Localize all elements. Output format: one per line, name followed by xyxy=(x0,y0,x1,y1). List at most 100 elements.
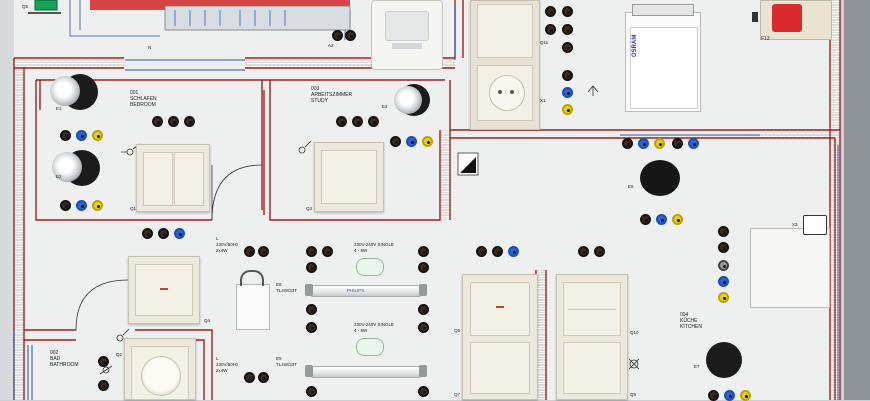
socket-e7-l[interactable] xyxy=(708,390,719,401)
room-label-bedroom: 001 SCHLAFEN BEDROOM xyxy=(130,90,157,108)
socket-q6-3[interactable] xyxy=(508,246,519,257)
label-q7: Q7 xyxy=(454,392,461,397)
socket-q3-2[interactable] xyxy=(352,116,363,127)
socket-e8-4[interactable] xyxy=(418,246,429,257)
socket-x3-n[interactable] xyxy=(718,276,729,287)
socket-e8-7[interactable] xyxy=(418,304,429,315)
socket-driver-3[interactable] xyxy=(654,138,665,149)
outlet-x3[interactable] xyxy=(750,215,830,308)
socket-ballast-2[interactable] xyxy=(258,246,269,257)
motion-detector xyxy=(371,0,443,70)
socket-x3-pe[interactable] xyxy=(718,292,729,303)
socket-e4-l[interactable] xyxy=(390,136,401,147)
socket-e1-l[interactable] xyxy=(60,130,71,141)
socket-e4-pe[interactable] xyxy=(422,136,433,147)
lamp-e1 xyxy=(50,76,80,106)
socket-x3-l1[interactable] xyxy=(718,226,729,237)
socket-driver-5[interactable] xyxy=(688,138,699,149)
socket-q4-1[interactable] xyxy=(142,228,153,239)
socket-e9-4[interactable] xyxy=(418,386,429,397)
switch-q11[interactable] xyxy=(477,4,533,58)
socket-e6-l[interactable] xyxy=(640,214,651,225)
socket-q6-1[interactable] xyxy=(476,246,487,257)
switch-q10-top[interactable] xyxy=(563,282,621,336)
socket-e1-pe[interactable] xyxy=(92,130,103,141)
socket-e4-n[interactable] xyxy=(406,136,417,147)
socket-driver-2[interactable] xyxy=(638,138,649,149)
socket-e9-2[interactable] xyxy=(418,322,429,333)
bus-wiring xyxy=(13,5,839,400)
socket-q1-2[interactable] xyxy=(168,116,179,127)
socket-q11-4[interactable] xyxy=(562,24,573,35)
switch-q7[interactable] xyxy=(470,342,530,394)
label-e2: E2 xyxy=(56,174,62,179)
label-x3: X3 xyxy=(792,222,798,227)
socket-e6-n[interactable] xyxy=(656,214,667,225)
socket-e2-n[interactable] xyxy=(76,200,87,211)
power-outlet[interactable] xyxy=(477,65,533,121)
socket-q2-2[interactable] xyxy=(98,380,109,391)
socket-e8-6[interactable] xyxy=(306,304,317,315)
socket-e8-3[interactable] xyxy=(306,262,317,273)
label-q5: Q5 xyxy=(22,4,29,9)
lamp-holder-e7 xyxy=(706,342,742,378)
socket-q1-1[interactable] xyxy=(152,116,163,127)
socket-x3-l2[interactable] xyxy=(718,242,729,253)
label-a2: A2 xyxy=(328,43,334,48)
socket-driver-4[interactable] xyxy=(672,138,683,149)
socket-q10-1[interactable] xyxy=(578,246,589,257)
socket-e9-3[interactable] xyxy=(306,386,317,397)
label-q3: Q3 xyxy=(306,206,313,211)
wall-left xyxy=(14,58,24,400)
socket-q1-3[interactable] xyxy=(184,116,195,127)
socket-q4-3[interactable] xyxy=(174,228,185,239)
switch-q1-right[interactable] xyxy=(174,152,204,206)
socket-ballast-3[interactable] xyxy=(244,372,255,383)
socket-x1-n[interactable] xyxy=(562,87,573,98)
socket-q3-1[interactable] xyxy=(336,116,347,127)
ballast-label-top: L 230V/50Hz 2x4W xyxy=(216,236,239,253)
socket-e7-n[interactable] xyxy=(724,390,735,401)
socket-e8-1[interactable] xyxy=(306,246,317,257)
socket-e1-n[interactable] xyxy=(76,130,87,141)
lamp-holder-e6 xyxy=(640,160,680,196)
socket-x1-pe[interactable] xyxy=(562,104,573,115)
driver-spec-top: 230V-240V SINGLE 4 - 8W xyxy=(354,242,395,253)
socket-q11-2[interactable] xyxy=(562,6,573,17)
socket-q2-1[interactable] xyxy=(98,356,109,367)
socket-q11-5[interactable] xyxy=(562,42,573,53)
socket-x1-l[interactable] xyxy=(562,70,573,81)
switch-q6[interactable] xyxy=(470,282,530,336)
socket-e2-l[interactable] xyxy=(60,200,71,211)
socket-a2-1[interactable] xyxy=(332,30,343,41)
socket-q11-1[interactable] xyxy=(545,6,556,17)
socket-e7-pe[interactable] xyxy=(740,390,751,401)
socket-a2-2[interactable] xyxy=(345,30,356,41)
tube-label-e8: E8 TL4W/33T xyxy=(276,282,298,293)
socket-q10-2[interactable] xyxy=(594,246,605,257)
socket-driver-1[interactable] xyxy=(622,138,633,149)
socket-e8-2[interactable] xyxy=(322,246,333,257)
label-q1: Q1 xyxy=(130,206,137,211)
room-label-bathroom: 002 BAD BATHROOM xyxy=(50,350,79,368)
socket-ballast-4[interactable] xyxy=(258,372,269,383)
lamp-e2 xyxy=(52,152,82,182)
socket-e8-5[interactable] xyxy=(418,262,429,273)
tube-label-e9: E9 TL4W/33T xyxy=(276,356,298,367)
socket-q11-3[interactable] xyxy=(545,24,556,35)
socket-x3-l3[interactable] xyxy=(718,260,729,271)
socket-e6-pe[interactable] xyxy=(672,214,683,225)
socket-ballast-1[interactable] xyxy=(244,246,255,257)
socket-e2-pe[interactable] xyxy=(92,200,103,211)
socket-q3-3[interactable] xyxy=(368,116,379,127)
switch-q10-bottom[interactable] xyxy=(563,342,621,394)
socket-e9-1[interactable] xyxy=(306,322,317,333)
dimmer-q2[interactable] xyxy=(131,346,189,400)
label-q11: Q11 xyxy=(540,40,549,45)
switch-q3[interactable] xyxy=(321,150,377,204)
label-q4: Q4 xyxy=(204,318,211,323)
socket-q4-2[interactable] xyxy=(158,228,169,239)
socket-q6-2[interactable] xyxy=(492,246,503,257)
switch-q4[interactable] xyxy=(135,264,193,316)
switch-q1-left[interactable] xyxy=(143,152,173,206)
